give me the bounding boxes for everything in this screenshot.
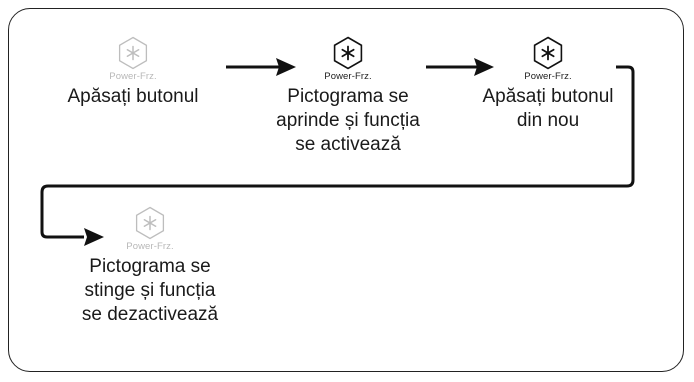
- description-line: Apăsați butonul: [67, 86, 199, 107]
- description-line: aprinde și funcția: [276, 110, 420, 131]
- snowflake-asterisk-icon: [135, 206, 165, 240]
- icon-label: Power-Frz.: [524, 71, 572, 82]
- description-line: Apăsați butonul: [482, 86, 614, 107]
- snowflake-asterisk-icon: [333, 36, 363, 70]
- description-line: stinge și funcția: [84, 280, 216, 301]
- step-description: Apăsați butonul din nou: [455, 85, 641, 133]
- description-line: se activează: [295, 134, 401, 155]
- icon-label: Power-Frz.: [109, 71, 157, 82]
- icon-label: Power-Frz.: [126, 241, 174, 252]
- arrow-step1-to-step2: [226, 58, 296, 76]
- description-line: se dezactivează: [81, 304, 219, 325]
- description-line: din nou: [516, 110, 580, 131]
- icon-label: Power-Frz.: [324, 71, 372, 82]
- step-icon-turns-off: Power-Frz. Pictograma se stinge și funcț…: [57, 206, 243, 327]
- arrow-step3-to-step4: [40, 65, 635, 246]
- step-description: Pictograma se stinge și funcția se dezac…: [57, 255, 243, 327]
- step-icon-lights-up: Power-Frz. Pictograma se aprinde și func…: [255, 36, 441, 157]
- arrow-step2-to-step3: [426, 58, 494, 76]
- step-press-again: Power-Frz. Apăsați butonul din nou: [455, 36, 641, 133]
- snowflake-asterisk-icon: [118, 36, 148, 70]
- snowflake-asterisk-icon: [533, 36, 563, 70]
- diagram-frame: [8, 8, 684, 372]
- step-description: Pictograma se aprinde și funcția se acti…: [255, 85, 441, 157]
- step-description: Apăsați butonul: [40, 85, 226, 109]
- step-press-button: Power-Frz. Apăsați butonul: [40, 36, 226, 109]
- description-line: Pictograma se: [287, 86, 409, 107]
- description-line: Pictograma se: [89, 256, 211, 277]
